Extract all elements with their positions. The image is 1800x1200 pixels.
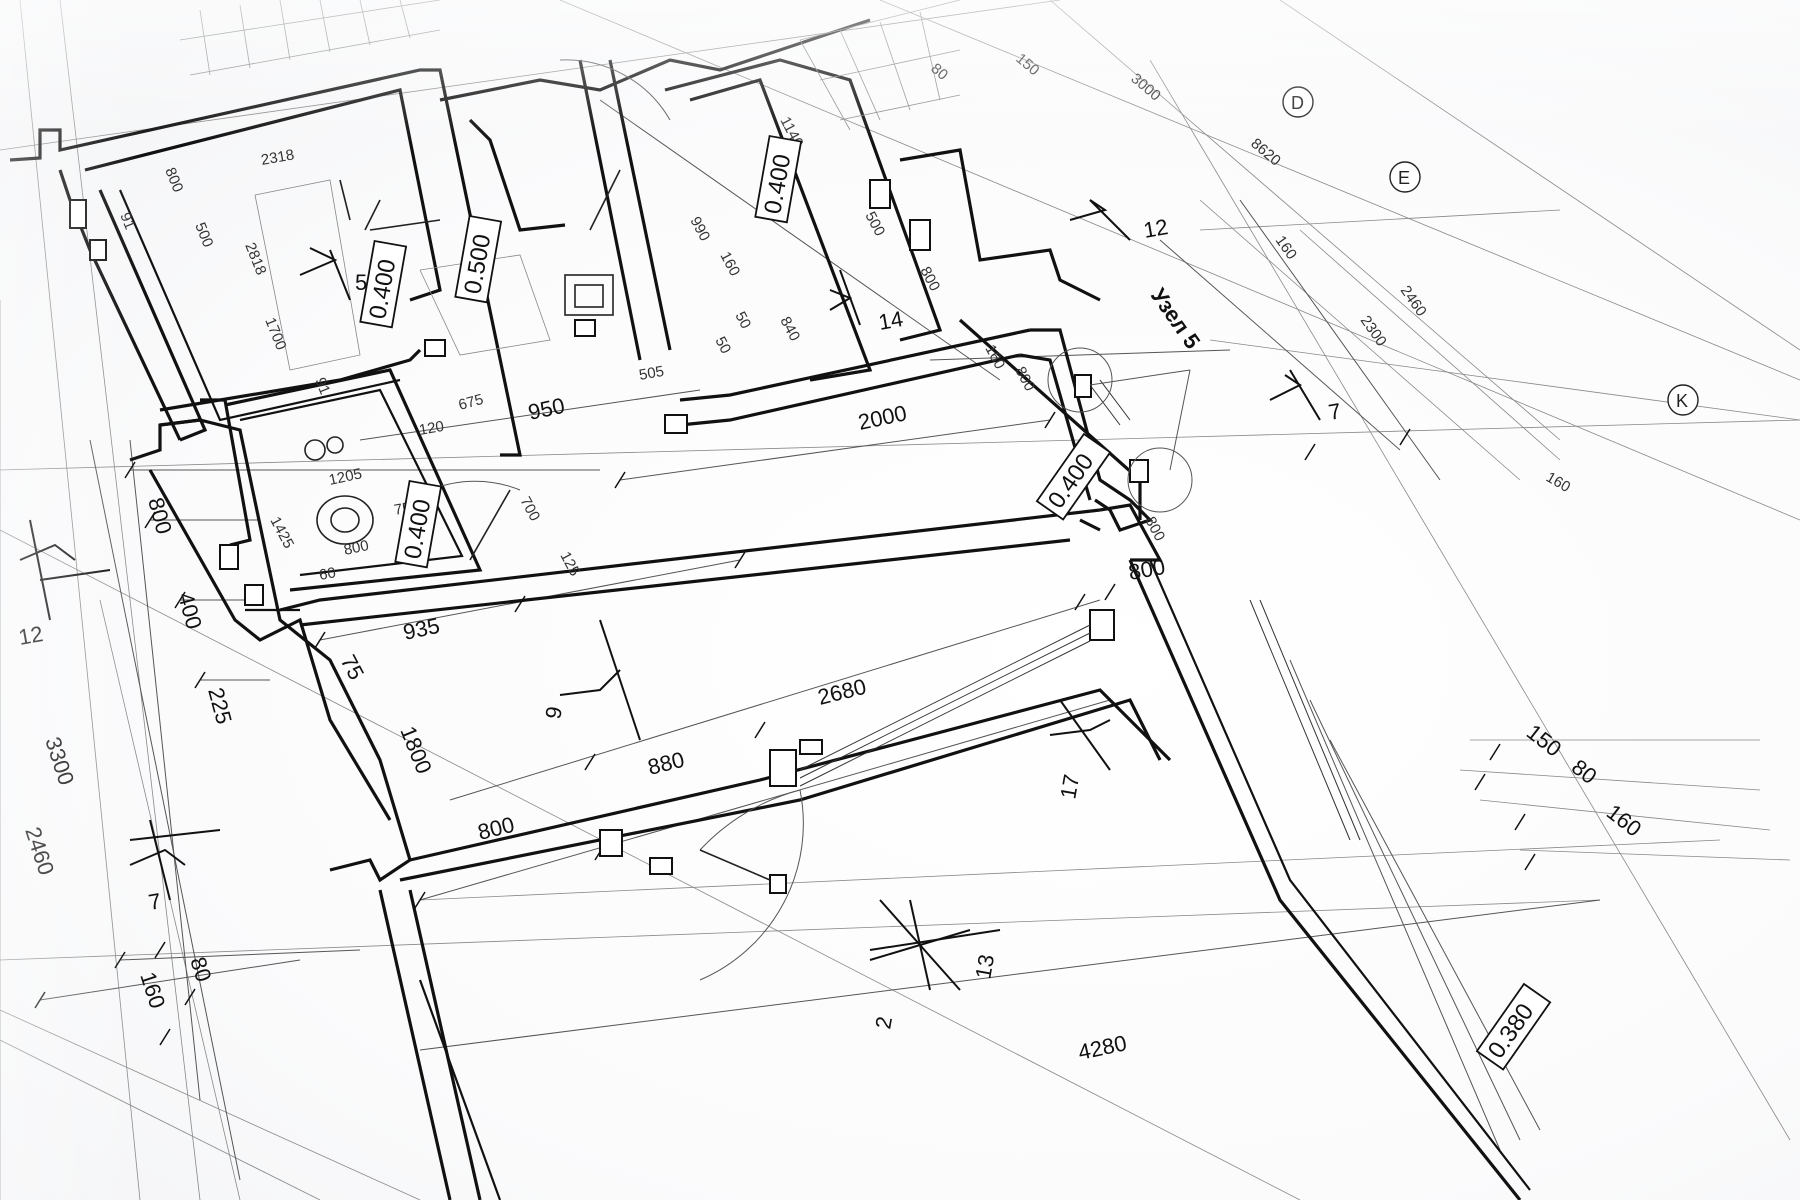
dim-4280: 4280 xyxy=(1076,1030,1129,1065)
axis-label-d: D xyxy=(1291,93,1304,113)
section-mark-12-left: 12 xyxy=(17,621,45,650)
dim-80b: 80 xyxy=(1567,754,1602,789)
dim-2000: 2000 xyxy=(856,400,909,435)
axis-bubbles: D E K xyxy=(1282,86,1699,416)
dim-800b: 800 xyxy=(1141,514,1168,544)
dim-150b: 150 xyxy=(1012,50,1042,79)
dim-160c: 160 xyxy=(1543,469,1573,496)
dim-990: 990 xyxy=(686,214,713,244)
axis-label-e: E xyxy=(1398,168,1410,188)
dim-800d: 800 xyxy=(342,537,370,559)
section-mark-13: 13 xyxy=(970,952,999,980)
dim-1700: 1700 xyxy=(261,315,289,352)
dim-500: 500 xyxy=(861,209,888,239)
section-mark-14: 14 xyxy=(877,306,905,335)
dimension-lines xyxy=(39,99,1601,1181)
windows-doors xyxy=(69,179,1149,894)
dim-150: 150 xyxy=(1522,719,1566,761)
dim-1205: 1205 xyxy=(327,465,363,489)
dim-700b: 700 xyxy=(516,494,543,524)
stair-top-left xyxy=(179,0,441,76)
dim-1425: 1425 xyxy=(266,514,297,551)
dim-160f: 160 xyxy=(716,249,743,279)
dim-125: 125 xyxy=(556,549,583,579)
axis-bubble-k: K xyxy=(1667,384,1699,416)
dim-800e: 800 xyxy=(143,495,177,537)
dim-505: 505 xyxy=(638,363,666,384)
dim-3000: 3000 xyxy=(1127,70,1163,104)
section-mark-7-right: 7 xyxy=(1327,398,1343,425)
dim-840: 840 xyxy=(776,314,803,344)
section-mark-5: 5 xyxy=(355,270,367,295)
dim-91: 91 xyxy=(311,375,333,397)
dim-2680: 2680 xyxy=(815,674,869,710)
axis-label-k: K xyxy=(1676,391,1688,411)
door-swings xyxy=(429,59,1193,981)
dim-800c: 800 xyxy=(1127,554,1168,585)
dim-1800: 1800 xyxy=(395,723,437,778)
dim-800f: 800 xyxy=(475,812,517,845)
dim-60: 60 xyxy=(318,564,337,584)
section-mark-2: 2 xyxy=(870,1014,897,1030)
axis-bubble-d: D xyxy=(1282,86,1314,118)
dim-160e: 160 xyxy=(1602,799,1646,841)
dimension-labels: 2318 2818 1700 91 91 800 500 950 505 200… xyxy=(20,50,1646,1065)
dim-2318: 2318 xyxy=(260,146,296,169)
section-mark-7-left: 7 xyxy=(147,888,163,915)
dim-935: 935 xyxy=(401,613,442,645)
dim-80c: 80 xyxy=(927,60,951,84)
dim-50b: 50 xyxy=(711,334,734,357)
dim-950: 950 xyxy=(526,393,567,425)
dim-160a: 160 xyxy=(981,342,1008,372)
dim-675: 675 xyxy=(457,391,486,414)
dim-500b: 500 xyxy=(191,220,216,250)
dim-400: 400 xyxy=(173,590,207,632)
section-mark-9: 9 xyxy=(540,704,567,720)
dim-800g: 800 xyxy=(916,264,943,294)
dim-225: 225 xyxy=(203,685,237,727)
dim-800h: 800 xyxy=(161,165,186,195)
dim-160d: 160 xyxy=(135,969,170,1012)
node-label: Узел 5 xyxy=(1146,284,1205,354)
dim-2460a: 2460 xyxy=(1397,283,1430,320)
dim-160b: 160 xyxy=(1272,233,1300,263)
dim-80a: 80 xyxy=(185,954,216,985)
dim-120: 120 xyxy=(418,418,446,439)
dim-880: 880 xyxy=(645,747,687,780)
axis-bubble-e: E xyxy=(1389,161,1421,193)
dim-91b: 91 xyxy=(116,210,138,232)
section-mark-17: 17 xyxy=(1055,772,1084,800)
section-mark-labels: 5 14 12 7 12 9 17 7 13 2 xyxy=(17,214,1343,1031)
section-mark-12-right: 12 xyxy=(1142,214,1170,243)
node-callout: Узел 5 xyxy=(1089,284,1205,471)
dim-3300: 3300 xyxy=(40,734,79,788)
dim-2300: 2300 xyxy=(1357,313,1390,350)
dim-2460b: 2460 xyxy=(20,824,59,878)
dim-50a: 50 xyxy=(731,309,754,332)
